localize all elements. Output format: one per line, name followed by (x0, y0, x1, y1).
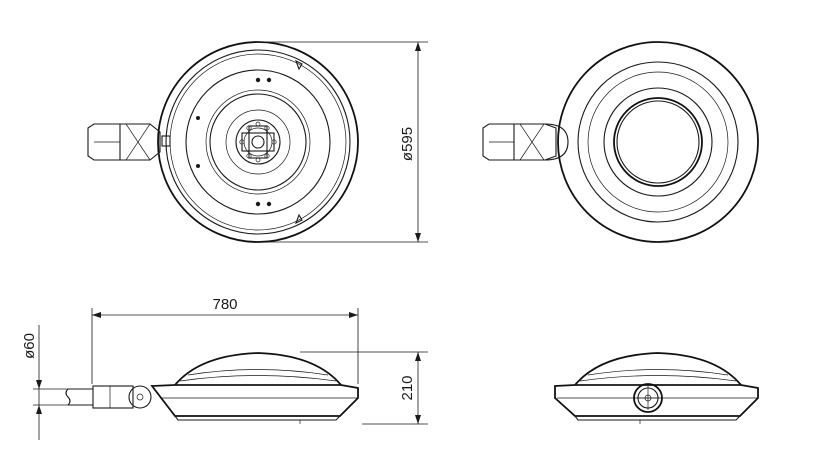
bottom-view (482, 41, 759, 243)
side-view-left (65, 352, 359, 424)
dimension-pole-diameter: ø60 (21, 325, 68, 440)
dimension-length-side: 780 (91, 296, 359, 384)
length-side-label: 780 (212, 296, 237, 313)
top-view (87, 41, 359, 243)
height-side-label: 210 (399, 375, 416, 400)
diameter-top-label: ø595 (399, 127, 416, 161)
dimension-height-side: 210 (300, 351, 428, 425)
side-view-right (554, 352, 759, 424)
pole-diameter-label: ø60 (21, 333, 38, 359)
dimension-diameter-top: ø595 (258, 41, 428, 243)
